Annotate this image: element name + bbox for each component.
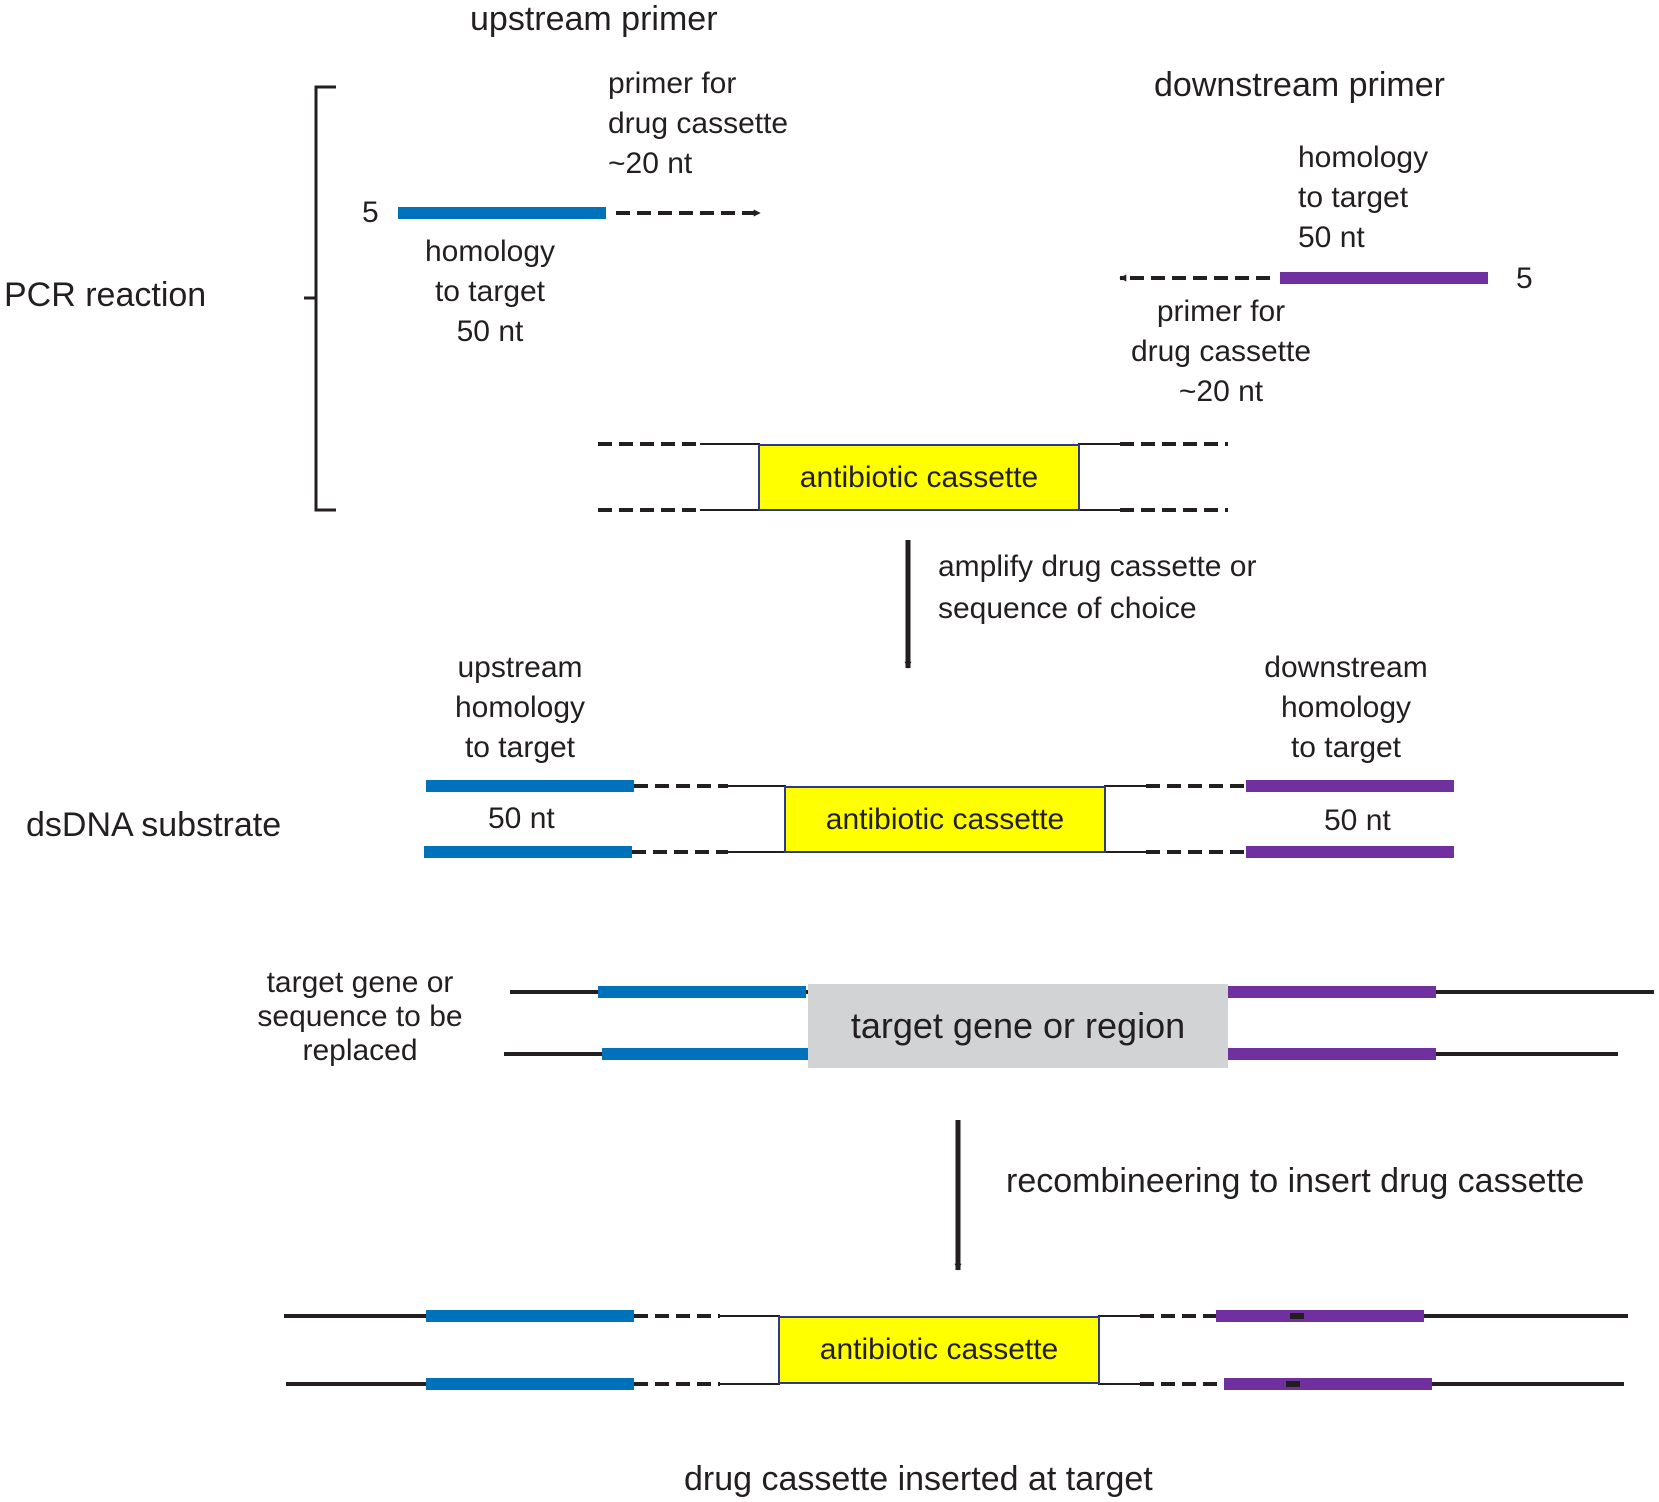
upstream-homology-substrate-line-3: to target <box>464 731 576 764</box>
target-sequence-label-line-1: target gene or <box>266 966 454 999</box>
downstream-homology-substrate-line-2: homology <box>1280 691 1412 724</box>
downstream-length-label: 50 nt <box>1324 804 1391 837</box>
downstream-homology-label: homology to target 50 nt <box>1298 138 1428 258</box>
upstream-homology-line-1: homology <box>424 235 556 268</box>
upstream-homology-line-2: to target <box>434 275 546 308</box>
target-region-label: target gene or region <box>850 1005 1186 1046</box>
pcr-bracket <box>304 85 336 512</box>
result-caption: drug cassette inserted at target <box>684 1460 1153 1498</box>
amplify-step-label: amplify drug cassette or sequence of cho… <box>938 546 1256 630</box>
downstream-five-prime-label: 5 <box>1516 262 1533 295</box>
substrate-cassette-label: antibiotic cassette <box>825 802 1065 836</box>
downstream-homology-line-1: homology <box>1298 141 1429 174</box>
upstream-homology-label: homology to target 50 nt <box>410 232 570 352</box>
upstream-primer-title: upstream primer <box>470 0 718 38</box>
downstream-primer-title: downstream primer <box>1154 66 1445 104</box>
downstream-homology-substrate-label: downstream homology to target <box>1246 648 1446 768</box>
result-chromosome <box>284 1310 1628 1390</box>
dsdna-substrate-label: dsDNA substrate <box>26 806 282 844</box>
recombineering-step-label: recombineering to insert drug cassette <box>1006 1162 1585 1200</box>
pcr-template <box>598 442 1228 512</box>
target-sequence-label: target gene or sequence to be replaced <box>236 966 484 1068</box>
pcr-reaction-label: PCR reaction <box>4 276 207 314</box>
pcr-template-cassette-label: antibiotic cassette <box>799 460 1039 494</box>
target-sequence-label-line-2: sequence to be <box>257 1000 463 1033</box>
dsdna-substrate <box>424 780 1454 858</box>
result-cassette: antibiotic cassette <box>778 1316 1100 1384</box>
target-region: target gene or region <box>808 984 1228 1068</box>
downstream-homology-line-2: to target <box>1298 181 1409 214</box>
downstream-homology-line-3: 50 nt <box>1298 221 1365 254</box>
upstream-cassette-primer-line-2: drug cassette <box>608 107 789 140</box>
upstream-cassette-primer-line-3: ~20 nt <box>608 147 693 180</box>
amplify-step-line-1: amplify drug cassette or <box>938 550 1257 583</box>
upstream-cassette-primer-label: primer for drug cassette ~20 nt <box>608 64 788 184</box>
downstream-cassette-primer-label: primer for drug cassette ~20 nt <box>1116 292 1326 412</box>
target-sequence-label-line-3: replaced <box>302 1034 418 1067</box>
downstream-cassette-primer-line-1: primer for <box>1156 295 1286 328</box>
upstream-five-prime-label: 5 <box>362 196 379 229</box>
upstream-homology-substrate-label: upstream homology to target <box>440 648 600 768</box>
downstream-cassette-primer-line-3: ~20 nt <box>1178 375 1264 408</box>
amplify-step-line-2: sequence of choice <box>938 592 1197 625</box>
upstream-homology-substrate-line-2: homology <box>454 691 586 724</box>
substrate-cassette: antibiotic cassette <box>784 786 1106 853</box>
pcr-template-cassette: antibiotic cassette <box>758 444 1080 511</box>
result-cassette-label: antibiotic cassette <box>819 1333 1059 1366</box>
downstream-homology-substrate-line-1: downstream <box>1264 651 1428 684</box>
downstream-homology-substrate-line-3: to target <box>1290 731 1402 764</box>
upstream-length-label: 50 nt <box>488 802 555 835</box>
upstream-homology-substrate-line-1: upstream <box>457 651 583 684</box>
upstream-homology-line-3: 50 nt <box>456 315 524 348</box>
downstream-cassette-primer-line-2: drug cassette <box>1130 335 1312 368</box>
upstream-cassette-primer-line-1: primer for <box>608 67 737 100</box>
